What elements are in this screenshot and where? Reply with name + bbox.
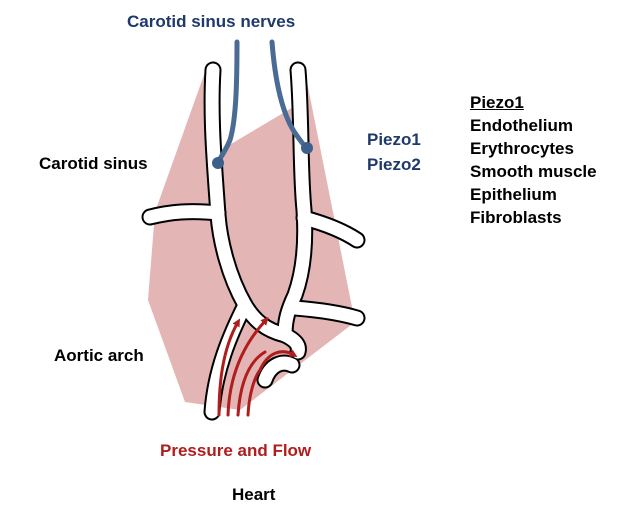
nerve-ending-right [301,142,313,154]
vessel-tissue-background [148,72,355,410]
piezo1-channel-label: Piezo1 [367,129,421,150]
carotid-sinus-nerves-label: Carotid sinus nerves [127,11,295,32]
carotid-sinus-label: Carotid sinus [39,153,148,174]
pressure-and-flow-label: Pressure and Flow [160,440,311,461]
piezo1-expression-heading: Piezo1 [470,91,597,114]
piezo1-expression-item: Fibroblasts [470,206,597,229]
piezo2-channel-label: Piezo2 [367,154,421,175]
piezo1-expression-list: Piezo1 Endothelium Erythrocytes Smooth m… [470,91,597,229]
piezo1-expression-item: Erythrocytes [470,137,597,160]
aortic-arch-label: Aortic arch [54,345,144,366]
piezo1-expression-item: Endothelium [470,114,597,137]
piezo1-expression-item: Epithelium [470,183,597,206]
heart-label: Heart [232,484,275,505]
piezo1-expression-item: Smooth muscle [470,160,597,183]
nerve-ending-left [212,157,224,169]
